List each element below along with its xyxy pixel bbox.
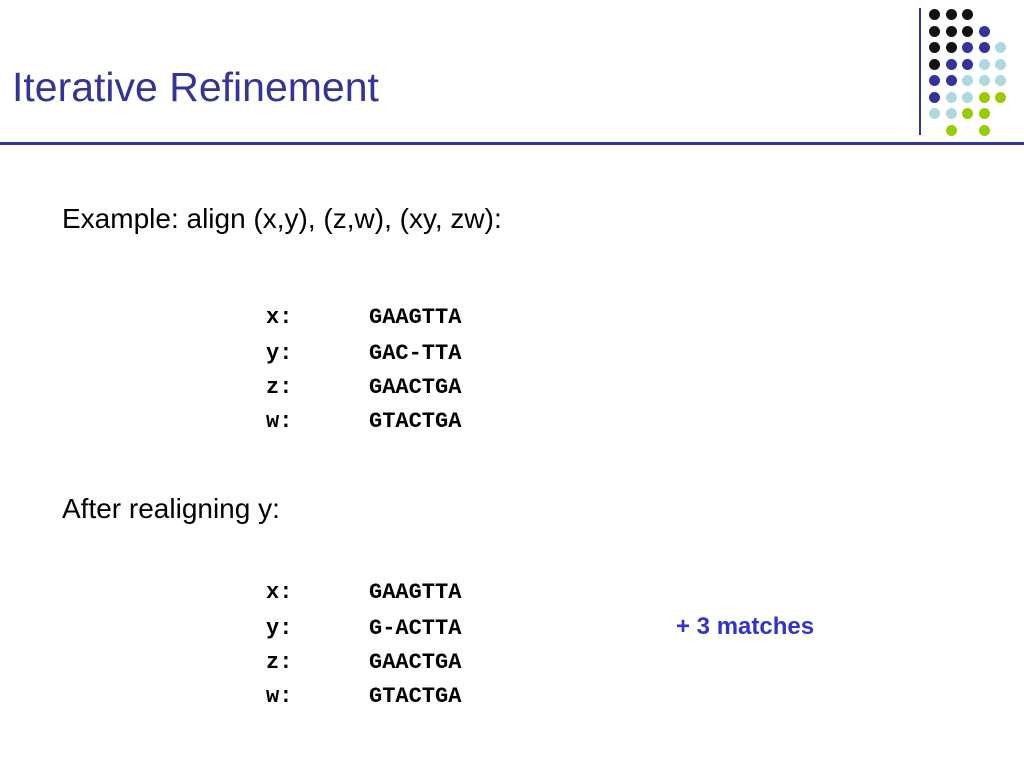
- after-realigning-text: After realigning y:: [62, 493, 280, 524]
- decorative-dot: [929, 108, 940, 119]
- decorative-dot: [978, 58, 990, 70]
- sequence-label: w:: [266, 409, 293, 434]
- decorative-dot: [978, 108, 990, 119]
- decorative-dot: [962, 42, 973, 53]
- decorative-dot: [962, 25, 973, 37]
- sequence-label: x:: [266, 580, 293, 605]
- sequence-value: GAAGTTA: [369, 580, 462, 605]
- decorative-dot: [945, 42, 957, 53]
- decorative-dot: [929, 75, 940, 86]
- decorative-dot: [945, 25, 957, 37]
- decorative-dot: [945, 124, 957, 136]
- decorative-dot: [962, 58, 973, 70]
- sequence-label: z:: [266, 650, 293, 675]
- sequence-label: w:: [266, 684, 293, 709]
- sequence-label: y:: [266, 341, 293, 366]
- decorative-dot: [978, 124, 990, 136]
- decorative-dot: [962, 9, 973, 20]
- decorative-dot: [945, 108, 957, 119]
- sequence-value: GAC-TTA: [369, 341, 462, 366]
- sequence-value: GTACTGA: [369, 684, 462, 709]
- dot-grid-decoration: [929, 9, 1009, 137]
- decorative-dot: [945, 58, 957, 70]
- decorative-dot: [978, 42, 990, 53]
- decorative-dot: [995, 91, 1006, 103]
- sequence-label: z:: [266, 375, 293, 400]
- decorative-dot: [978, 25, 990, 37]
- decorative-dot: [962, 75, 973, 86]
- decorative-dot: [995, 75, 1006, 86]
- sequence-label: y:: [266, 616, 293, 641]
- title-divider: [0, 142, 1024, 145]
- decorative-dot: [945, 9, 957, 20]
- intro-text: Example: align (x,y), (z,w), (xy, zw):: [62, 203, 502, 234]
- decorative-dot: [995, 42, 1006, 53]
- decorative-dot: [945, 75, 957, 86]
- sequence-value: GAAGTTA: [369, 305, 462, 330]
- sequence-value: GTACTGA: [369, 409, 462, 434]
- decorative-dot: [978, 91, 990, 103]
- sequence-value: GAACTGA: [369, 375, 462, 400]
- decorative-dot: [962, 108, 973, 119]
- sequence-label: x:: [266, 305, 293, 330]
- decorative-dot: [995, 58, 1006, 70]
- slide-title: Iterative Refinement: [12, 64, 379, 110]
- decorative-dot: [962, 91, 973, 103]
- sequence-value: GAACTGA: [369, 650, 462, 675]
- decorative-dot: [945, 91, 957, 103]
- sequence-value: G-ACTTA: [369, 616, 462, 641]
- decorative-dot: [929, 42, 940, 53]
- matches-note: + 3 matches: [676, 613, 815, 640]
- decoration-divider: [919, 8, 921, 135]
- decorative-dot: [929, 91, 940, 103]
- decorative-dot: [978, 75, 990, 86]
- decorative-dot: [929, 25, 940, 37]
- decorative-dot: [929, 9, 940, 20]
- decorative-dot: [929, 58, 940, 70]
